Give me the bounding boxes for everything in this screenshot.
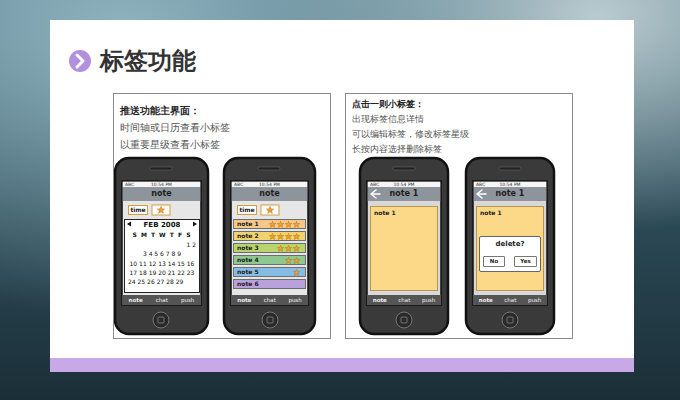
tab-bar: note chat push: [122, 295, 201, 305]
info-panel: 推送功能主界面：时间轴或日历查看小标签以重要星级查看小标签 note timeFEB…: [113, 93, 331, 339]
tab-label: note: [129, 295, 143, 305]
note-text: note 1: [374, 209, 437, 217]
tab-label: push: [528, 295, 541, 305]
status-text: 10:54 PM: [231, 182, 308, 188]
star-icon: [285, 233, 292, 240]
tab-label: note: [479, 295, 493, 305]
tab-label: chat: [264, 295, 276, 305]
nav-bar: note 1: [473, 187, 547, 201]
star-icon: [277, 233, 284, 240]
panel-text: 可以编辑标签，修改标签星级: [352, 127, 572, 142]
tab-label: push: [422, 295, 435, 305]
star-icon: [293, 257, 300, 264]
note-row: note 1: [233, 219, 306, 229]
calendar-text: 1 2: [125, 240, 199, 249]
panel-text: 长按内容选择删除标签: [352, 142, 572, 157]
status-text: ABC: [476, 182, 485, 188]
star-icon: [293, 245, 300, 252]
star-icon: [285, 221, 292, 228]
star-icon: [285, 245, 292, 252]
note-row: note 2: [233, 231, 306, 241]
delete-dialog: delete? No Yes: [479, 236, 541, 272]
info-panel: 点击一则小标签：出现标签信息详情可以编辑标签，修改标签星级长按内容选择删除标签 n…: [345, 93, 573, 339]
tab-label: chat: [398, 295, 410, 305]
panel-text: 时间轴或日历查看小标签: [120, 119, 330, 136]
nav-title: note 1: [473, 187, 547, 201]
status-text: ABC: [234, 182, 243, 188]
dialog-button: Yes: [514, 256, 537, 267]
status-text: ABC: [125, 182, 134, 188]
tab-label: chat: [156, 295, 168, 305]
star-icon: [293, 233, 300, 240]
panel-text: 以重要星级查看小标签: [120, 136, 330, 153]
note-row: note 6: [233, 279, 306, 289]
star-icon: [269, 233, 276, 240]
tab-bar: note chat push: [473, 295, 547, 305]
phone-illustration: [115, 158, 208, 334]
calendar-text: 24 25 26 27 28 29: [125, 277, 199, 286]
phone-illustration: [360, 158, 448, 334]
status-text: 10:54 PM: [122, 182, 201, 188]
button-label: time: [238, 206, 256, 214]
note-label: note 2: [234, 232, 305, 240]
tab-label: note: [237, 295, 251, 305]
nav-bar: note: [231, 187, 308, 201]
nav-title: note 1: [367, 187, 441, 201]
slide-card: [50, 20, 634, 360]
star-icon: [269, 221, 276, 228]
star-icon: [285, 257, 292, 264]
nav-title: note: [122, 187, 201, 201]
time-button: time: [128, 205, 148, 215]
tab-bar: note chat push: [367, 295, 441, 305]
calendar-text: 10 11 12 13 14 15 16: [125, 259, 199, 268]
star-icon: [277, 245, 284, 252]
note-label: note 3: [234, 244, 305, 252]
tab-label: chat: [504, 295, 516, 305]
title-icon: [69, 50, 91, 72]
phone-illustration: [224, 158, 315, 334]
dialog-text: delete?: [480, 240, 540, 249]
note-text: note 1: [480, 209, 543, 217]
calendar-text: 3 4 5 6 7 8 9: [125, 249, 199, 258]
note-label: note 5: [234, 268, 305, 276]
dialog-button: No: [483, 256, 505, 267]
calendar-text: S M T W T F S: [125, 230, 199, 239]
note-row: note 4: [233, 255, 306, 265]
slide-title: 标签功能: [100, 44, 196, 78]
status-text: 10:54 PM: [367, 182, 441, 188]
status-text: 10:54 PM: [473, 182, 547, 188]
calendar-box: FEB 2008S M T W T F S1 23 4 5 6 7 8 910 …: [124, 219, 200, 293]
panel-text: 点击一则小标签：: [352, 97, 572, 112]
star-icon: [277, 221, 284, 228]
time-button: time: [237, 205, 257, 215]
accent-band: [50, 358, 634, 372]
tab-bar: note chat push: [231, 295, 308, 305]
phone-illustration: [466, 158, 554, 334]
note-row: note 3: [233, 243, 306, 253]
tab-label: push: [288, 295, 301, 305]
panel-text: 推送功能主界面：: [120, 102, 330, 119]
note-card: note 1: [370, 206, 438, 291]
star-icon: [293, 221, 300, 228]
tab-label: note: [373, 295, 387, 305]
note-label: note 4: [234, 256, 305, 264]
calendar-text: 17 18 19 20 21 22 23: [125, 268, 199, 277]
note-label: note 1: [234, 220, 305, 228]
nav-title: note: [231, 187, 308, 201]
note-row: note 5: [233, 267, 306, 277]
button-label: No: [484, 257, 504, 266]
note-card: note 1 delete? No Yes: [476, 206, 544, 291]
nav-bar: note 1: [367, 187, 441, 201]
status-text: ABC: [370, 182, 379, 188]
calendar-text: FEB 2008: [125, 221, 199, 230]
note-label: note 6: [234, 280, 305, 288]
star-icon: [293, 269, 300, 276]
nav-bar: note: [122, 187, 201, 201]
tab-label: push: [181, 295, 194, 305]
panel-text: 出现标签信息详情: [352, 112, 572, 127]
button-label: time: [129, 206, 147, 214]
button-label: Yes: [515, 257, 536, 266]
